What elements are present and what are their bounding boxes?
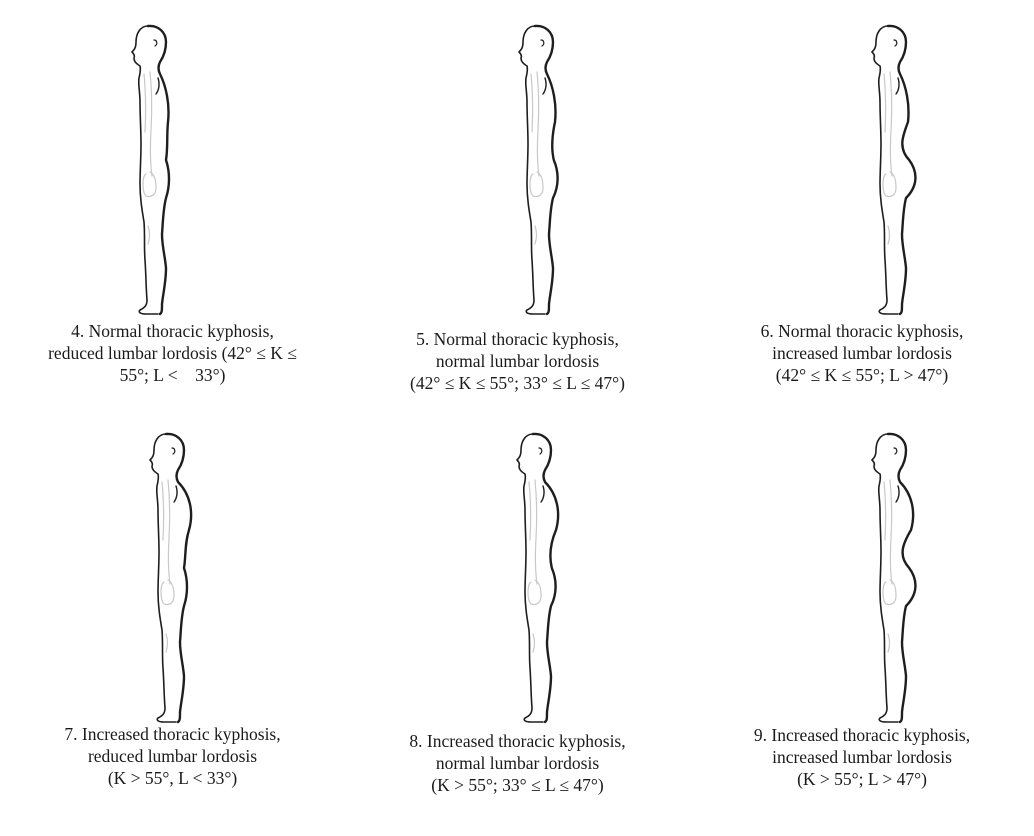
shoulder-accent <box>543 78 546 94</box>
caption-5: 5. Normal thoracic kyphosis, normal lumb… <box>345 328 690 394</box>
body-front-outline <box>150 434 176 722</box>
shoulder-accent <box>156 78 159 94</box>
arm-outline <box>890 480 892 584</box>
hand-outline <box>883 172 896 197</box>
arm-inner-outline <box>531 74 533 132</box>
caption-5-line-2: normal lumbar lordosis <box>345 350 690 372</box>
caption-5-line-1: 5. Normal thoracic kyphosis, <box>345 328 690 350</box>
posture-panel-4: 4. Normal thoracic kyphosis, reduced lum… <box>0 0 345 418</box>
shoulder-accent <box>896 486 899 502</box>
body-front-outline <box>519 26 545 314</box>
arm-outline <box>150 72 152 176</box>
body-back-outline <box>888 434 915 722</box>
arm-inner-outline <box>144 74 146 132</box>
shoulder-accent <box>174 486 177 502</box>
ear-outline <box>539 448 542 454</box>
body-outline-svg <box>850 420 932 726</box>
body-front-outline <box>517 434 543 722</box>
caption-4-line-1: 4. Normal thoracic kyphosis, <box>0 320 345 342</box>
body-outline-svg <box>495 420 577 726</box>
body-silhouette-4 <box>110 12 192 318</box>
arm-inner-outline <box>162 482 164 540</box>
caption-6-line-1: 6. Normal thoracic kyphosis, <box>690 320 1034 342</box>
arm-outline <box>537 72 539 176</box>
arm-outline <box>890 72 892 176</box>
knee-outline <box>166 634 168 652</box>
posture-panel-5: 5. Normal thoracic kyphosis, normal lumb… <box>345 0 690 418</box>
body-silhouette-5 <box>497 12 579 318</box>
caption-7-line-2: reduced lumbar lordosis <box>0 745 345 767</box>
caption-4: 4. Normal thoracic kyphosis, reduced lum… <box>0 320 345 386</box>
posture-panel-8: 8. Increased thoracic kyphosis, normal l… <box>345 418 690 836</box>
hand-outline <box>883 580 896 605</box>
ear-outline <box>894 448 897 454</box>
caption-6: 6. Normal thoracic kyphosis, increased l… <box>690 320 1034 386</box>
body-outline-svg <box>110 12 192 318</box>
caption-7-line-1: 7. Increased thoracic kyphosis, <box>0 723 345 745</box>
shoulder-accent <box>541 486 544 502</box>
ear-outline <box>172 448 175 454</box>
caption-6-line-2: increased lumbar lordosis <box>690 342 1034 364</box>
body-silhouette-9 <box>850 420 932 726</box>
caption-9: 9. Increased thoracic kyphosis, increase… <box>690 724 1034 790</box>
caption-4-line-2: reduced lumbar lordosis (42° ≤ K ≤ <box>0 342 345 364</box>
ear-outline <box>154 40 157 46</box>
caption-9-line-2: increased lumbar lordosis <box>690 746 1034 768</box>
hand-outline <box>530 172 543 197</box>
body-silhouette-7 <box>128 420 210 726</box>
posture-panel-7: 7. Increased thoracic kyphosis, reduced … <box>0 418 345 836</box>
body-silhouette-8 <box>495 420 577 726</box>
arm-inner-outline <box>529 482 531 540</box>
shoulder-accent <box>896 78 899 94</box>
hand-outline <box>528 580 541 605</box>
arm-outline <box>535 480 537 584</box>
body-front-outline <box>872 26 898 314</box>
knee-outline <box>535 226 537 244</box>
arm-inner-outline <box>884 74 886 132</box>
caption-9-line-3: (K > 55°; L > 47°) <box>690 768 1034 790</box>
knee-outline <box>888 226 890 244</box>
caption-6-line-3: (42° ≤ K ≤ 55°; L > 47°) <box>690 364 1034 386</box>
body-outline-svg <box>128 420 210 726</box>
caption-8-line-3: (K > 55°; 33° ≤ L ≤ 47°) <box>345 774 690 796</box>
caption-7: 7. Increased thoracic kyphosis, reduced … <box>0 723 345 789</box>
body-outline-svg <box>497 12 579 318</box>
hand-outline <box>161 580 174 605</box>
caption-4-line-3: 55°; L < 33°) <box>0 364 345 386</box>
body-front-outline <box>132 26 158 314</box>
body-front-outline <box>872 434 898 722</box>
posture-panel-9: 9. Increased thoracic kyphosis, increase… <box>690 418 1034 836</box>
knee-outline <box>533 634 535 652</box>
posture-panel-6: 6. Normal thoracic kyphosis, increased l… <box>690 0 1034 418</box>
body-silhouette-6 <box>850 12 932 318</box>
ear-outline <box>894 40 897 46</box>
knee-outline <box>148 226 150 244</box>
caption-8-line-1: 8. Increased thoracic kyphosis, <box>345 730 690 752</box>
arm-inner-outline <box>884 482 886 540</box>
caption-5-line-3: (42° ≤ K ≤ 55°; 33° ≤ L ≤ 47°) <box>345 372 690 394</box>
caption-9-line-1: 9. Increased thoracic kyphosis, <box>690 724 1034 746</box>
hand-outline <box>143 172 156 197</box>
caption-8-line-2: normal lumbar lordosis <box>345 752 690 774</box>
caption-8: 8. Increased thoracic kyphosis, normal l… <box>345 730 690 796</box>
arm-outline <box>168 480 170 584</box>
body-outline-svg <box>850 12 932 318</box>
body-back-outline <box>888 26 915 314</box>
ear-outline <box>541 40 544 46</box>
knee-outline <box>888 634 890 652</box>
caption-7-line-3: (K > 55°, L < 33°) <box>0 767 345 789</box>
